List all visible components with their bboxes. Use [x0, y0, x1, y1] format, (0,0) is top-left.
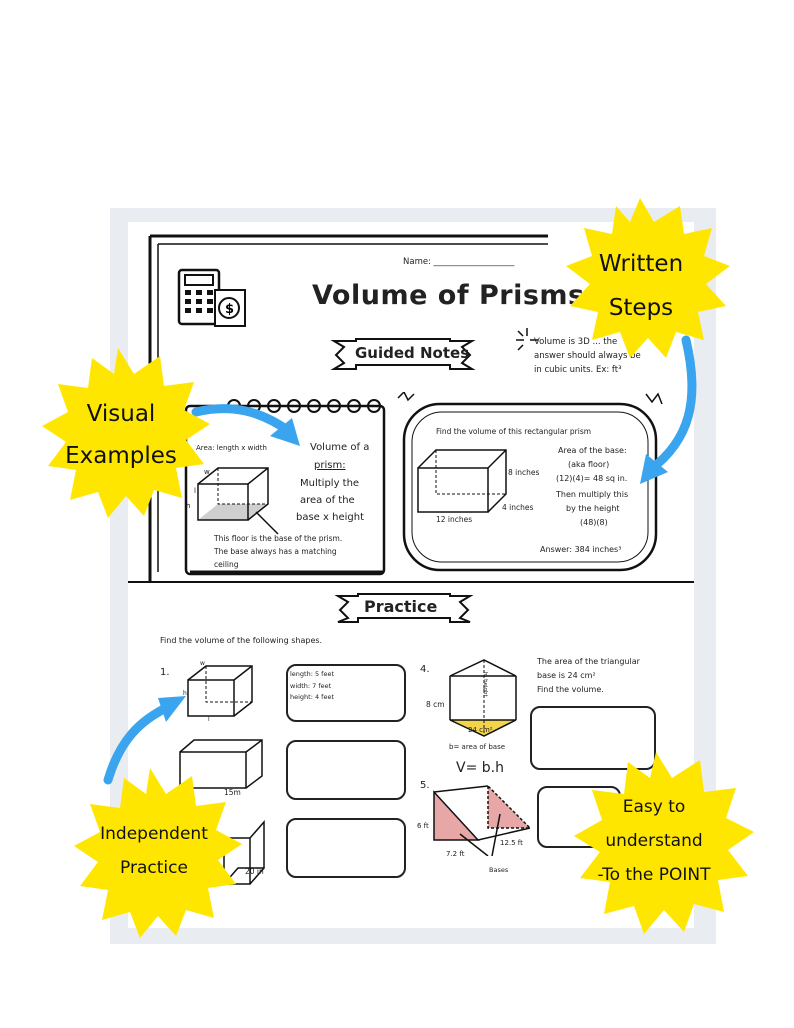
q4-answer-box[interactable] [530, 706, 656, 770]
arrow-head-written [640, 454, 668, 484]
q1-h-label: h [183, 690, 187, 697]
q4-base-area-label: 24 cm² [468, 726, 493, 734]
definition-line-1: Volume of a [310, 442, 370, 453]
arrow-head-practice [158, 696, 186, 722]
volume-note-3: in cubic units. Ex: ft³ [534, 365, 622, 375]
guided-notes-banner: Guided Notes [355, 344, 470, 362]
notebook-card-frame [184, 399, 386, 576]
svg-text:$: $ [225, 302, 234, 317]
cube-w-label: w [204, 468, 210, 476]
q3-label: 20 in [245, 867, 264, 876]
dim-height: 8 inches [508, 468, 540, 477]
area-label: Area: length x width [196, 444, 267, 452]
q2-label: 15m [224, 788, 241, 797]
rectangular-prism-diagram [417, 449, 507, 513]
definition-line-3: Multiply the [300, 478, 360, 489]
dim-depth: 4 inches [502, 503, 534, 512]
dim-length: 12 inches [436, 515, 473, 524]
q1-number: 1. [160, 667, 170, 678]
step-3: (12)(4)= 48 sq in. [556, 474, 628, 483]
q4-base-note: b= area of base [449, 743, 506, 751]
step-2: (aka floor) [568, 460, 610, 469]
guided-notes-banner-shape [330, 338, 476, 370]
visual-examples-line-2: Examples [65, 443, 177, 469]
caption-line-2: The base always has a matching [214, 547, 337, 556]
q4-text-3: Find the volume. [537, 685, 604, 694]
q4-number: 4. [420, 664, 430, 675]
q1-l-label: l [208, 716, 210, 723]
easy-callout: Easy to understand -To the POINT [564, 790, 744, 892]
written-steps-line-2: Steps [608, 295, 674, 321]
definition-line-4: area of the [300, 495, 355, 506]
definition-line-5: base x height [296, 512, 364, 523]
page-frame [128, 234, 694, 583]
q2-answer-box[interactable] [286, 740, 406, 800]
example-answer: Answer: 384 inches³ [540, 545, 622, 554]
q4-text-1: The area of the triangular [537, 657, 640, 666]
step-4: Then multiply this [556, 490, 629, 499]
example-prompt: Find the volume of this rectangular pris… [436, 427, 592, 436]
easy-burst [574, 752, 754, 934]
q1-given-1: length: 5 feet [290, 670, 335, 678]
cube-h-label: h [186, 502, 191, 510]
q5-triangular-prism-diagram [433, 784, 532, 856]
example-card-frame [397, 392, 663, 572]
q3-answer-box[interactable] [286, 818, 406, 878]
easy-line-3: -To the POINT [597, 865, 711, 885]
cube-diagram [197, 467, 279, 535]
q1-given-3: height: 4 feet [290, 693, 335, 701]
written-steps-line-1: Written [598, 251, 684, 277]
q5-number: 5. [420, 780, 430, 791]
q4-triangular-prism-diagram [449, 659, 517, 737]
step-6: (48)(8) [580, 518, 608, 527]
practice-banner: Practice [364, 597, 438, 616]
written-steps-callout: Written Steps [578, 242, 704, 330]
independent-practice-callout: Independent Practice [66, 817, 242, 885]
q1-cube-diagram [187, 665, 253, 717]
page-title: Volume of Prisms [312, 280, 585, 311]
definition-line-2: prism: [314, 460, 346, 471]
sparkle-icon [516, 328, 538, 351]
volume-note-1: Volume is 3D ... the [534, 337, 618, 347]
q5-height-label: 6 ft [417, 822, 429, 830]
practice-instruction: Find the volume of the following shapes. [160, 636, 323, 645]
calculator-icon: $ [177, 268, 246, 327]
caption-line-1: This floor is the base of the prism. [214, 534, 343, 543]
cube-l-label: l [194, 487, 196, 495]
q4-text-2: base is 24 cm² [537, 671, 596, 680]
step-5: by the height [566, 504, 620, 513]
name-field: Name: ___________________ [403, 257, 515, 267]
q4-height-label: 8 cm [426, 700, 445, 709]
step-1: Area of the base: [558, 446, 627, 455]
arrow-head-visual [270, 418, 300, 446]
visual-examples-line-1: Visual [86, 401, 156, 427]
visual-examples-burst [42, 348, 210, 518]
easy-line-1: Easy to [622, 797, 686, 817]
independent-practice-burst [74, 768, 242, 938]
independent-practice-line-1: Independent [100, 824, 208, 844]
easy-line-2: understand [605, 831, 703, 851]
q1-w-label: w [200, 660, 205, 667]
q1-given-box [286, 664, 406, 722]
caption-line-3: ceiling [214, 560, 239, 569]
written-steps-burst [566, 198, 730, 358]
q5-width-label: 7.2 ft [446, 850, 465, 858]
visual-examples-callout: Visual Examples [46, 393, 196, 477]
q4-formula: V= b.h [456, 760, 504, 776]
q5-bases-label: Bases [489, 866, 509, 874]
independent-practice-line-2: Practice [120, 858, 188, 878]
q2-prism-diagram [179, 739, 263, 789]
q5-length-label: 12.5 ft [500, 839, 523, 847]
q1-given-2: width: 7 feet [290, 682, 332, 690]
volume-note-2: answer should always be [534, 351, 641, 361]
practice-banner-shape [334, 593, 474, 623]
